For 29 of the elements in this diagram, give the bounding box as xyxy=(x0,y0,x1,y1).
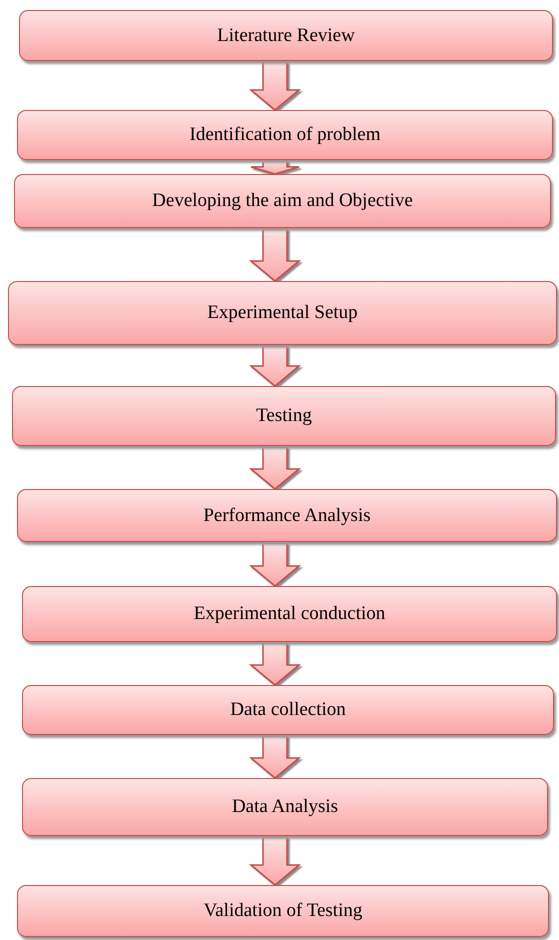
block-arrow xyxy=(248,345,302,387)
step-label: Identification of problem xyxy=(190,124,380,146)
step-label: Testing xyxy=(256,405,312,427)
step-label: Validation of Testing xyxy=(204,900,362,922)
process-box xyxy=(14,174,551,228)
block-arrow xyxy=(248,61,302,111)
step-label: Data collection xyxy=(230,699,346,721)
process-box xyxy=(22,685,554,735)
process-box xyxy=(8,281,557,345)
block-arrow xyxy=(248,836,302,886)
step-label: Experimental Setup xyxy=(207,302,358,324)
step-label: Performance Analysis xyxy=(203,504,371,526)
process-box xyxy=(22,586,557,642)
process-box xyxy=(19,10,553,61)
block-arrow xyxy=(248,735,302,779)
block-arrow xyxy=(248,642,302,686)
step-label: Literature Review xyxy=(217,24,355,46)
block-arrow xyxy=(248,446,302,490)
process-box xyxy=(22,778,548,836)
process-box xyxy=(12,386,556,446)
process-box xyxy=(17,110,553,160)
step-label: Data Analysis xyxy=(232,796,338,818)
step-label: Experimental conduction xyxy=(194,603,386,625)
block-arrow xyxy=(250,160,300,175)
process-box xyxy=(17,489,557,542)
block-arrow xyxy=(248,228,302,282)
process-box xyxy=(17,885,549,937)
step-label: Developing the aim and Objective xyxy=(152,190,413,212)
block-arrow xyxy=(248,542,302,587)
